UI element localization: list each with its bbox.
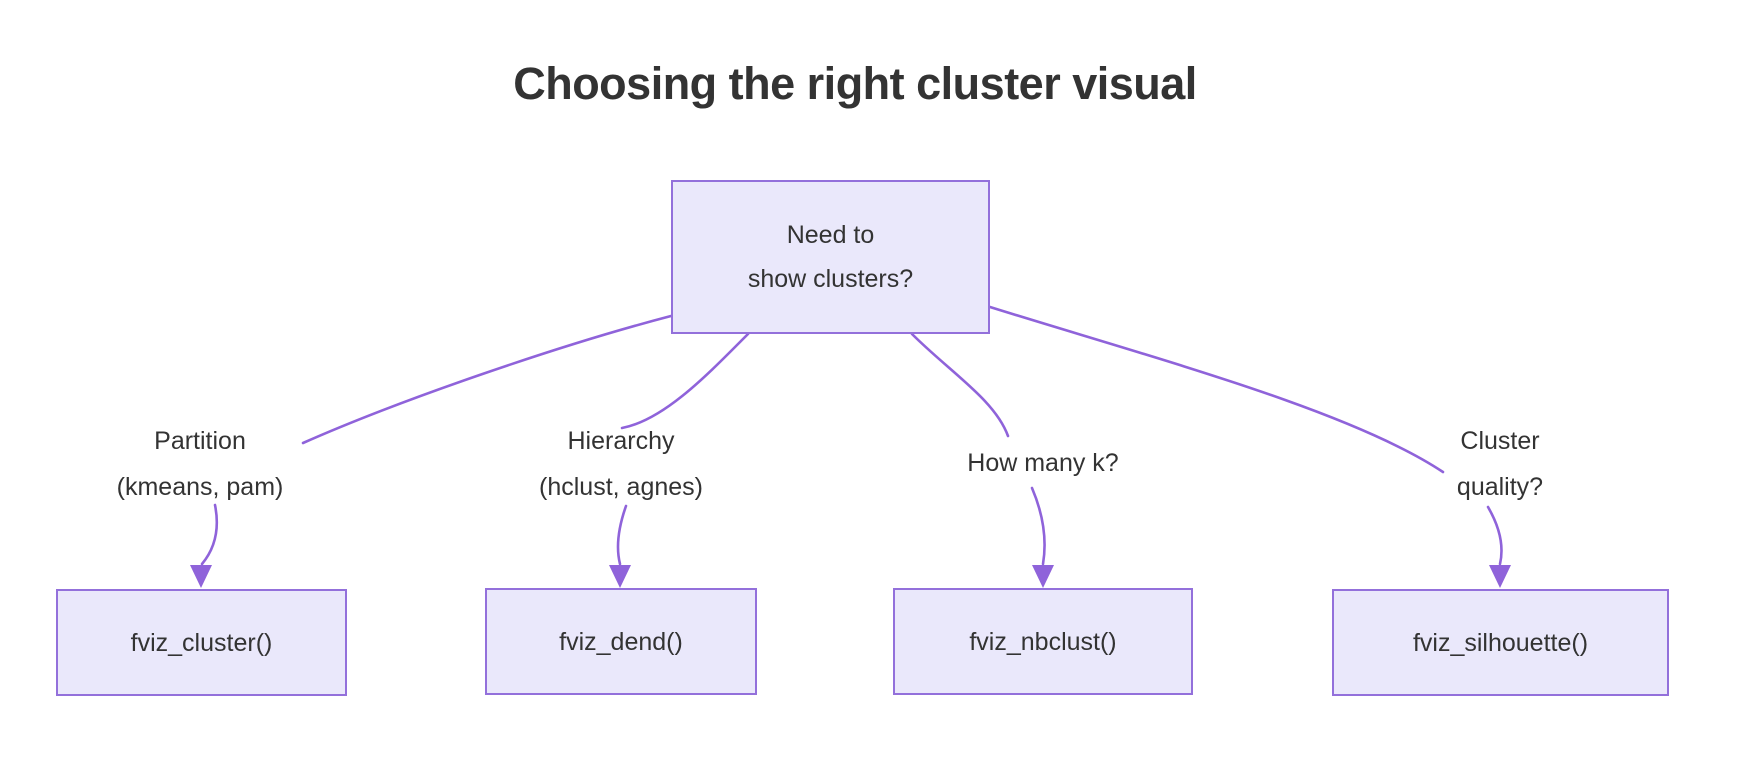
edge-label-how-many-k: How many k? xyxy=(967,440,1118,486)
edge-hierarchy-to-fviz-dend xyxy=(616,504,628,566)
edge-label-line: (hclust, agnes) xyxy=(539,473,703,501)
edge-label-line: quality? xyxy=(1456,473,1544,501)
edge-partition-to-fviz-cluster xyxy=(200,503,219,566)
arrowhead-down-icon xyxy=(1032,565,1054,588)
arrowhead-down-icon xyxy=(190,565,212,588)
node-label-line: fviz_silhouette() xyxy=(1412,628,1589,657)
node-label-line: fviz_cluster() xyxy=(130,628,273,657)
edge-label-line: How many k? xyxy=(967,449,1119,477)
edge-label-cluster-quality: Cluster quality? xyxy=(1457,418,1543,510)
node-fviz-nbclust: fviz_nbclust() xyxy=(893,588,1193,695)
node-fviz-cluster: fviz_cluster() xyxy=(56,589,347,696)
edge-label-line: Hierarchy xyxy=(567,427,675,455)
edge-root-to-hierarchy xyxy=(620,332,750,430)
edge-root-to-howmanyk xyxy=(910,332,1010,438)
node-label-line: fviz_dend() xyxy=(559,627,683,656)
edge-howmanyk-to-fviz-nbclust xyxy=(1030,486,1046,566)
edge-label-line: Partition xyxy=(154,427,246,455)
node-label-line: fviz_nbclust() xyxy=(969,627,1117,656)
node-fviz-silhouette: fviz_silhouette() xyxy=(1332,589,1669,696)
edge-label-line: (kmeans, pam) xyxy=(116,473,284,501)
edge-label-partition: Partition (kmeans, pam) xyxy=(117,418,284,510)
node-label-line: show clusters? xyxy=(747,265,914,293)
node-fviz-dend: fviz_dend() xyxy=(485,588,757,695)
edge-label-line: Cluster xyxy=(1460,427,1540,455)
diagram-title: Choosing the right cluster visual xyxy=(513,58,1197,109)
node-need-to-show-clusters: Need to show clusters? xyxy=(671,180,990,334)
arrowhead-down-icon xyxy=(609,565,631,588)
node-label-line: Need to xyxy=(786,221,875,249)
edge-quality-to-fviz-silhouette xyxy=(1486,505,1503,566)
edge-label-hierarchy: Hierarchy (hclust, agnes) xyxy=(539,418,703,510)
arrowhead-down-icon xyxy=(1489,565,1511,588)
